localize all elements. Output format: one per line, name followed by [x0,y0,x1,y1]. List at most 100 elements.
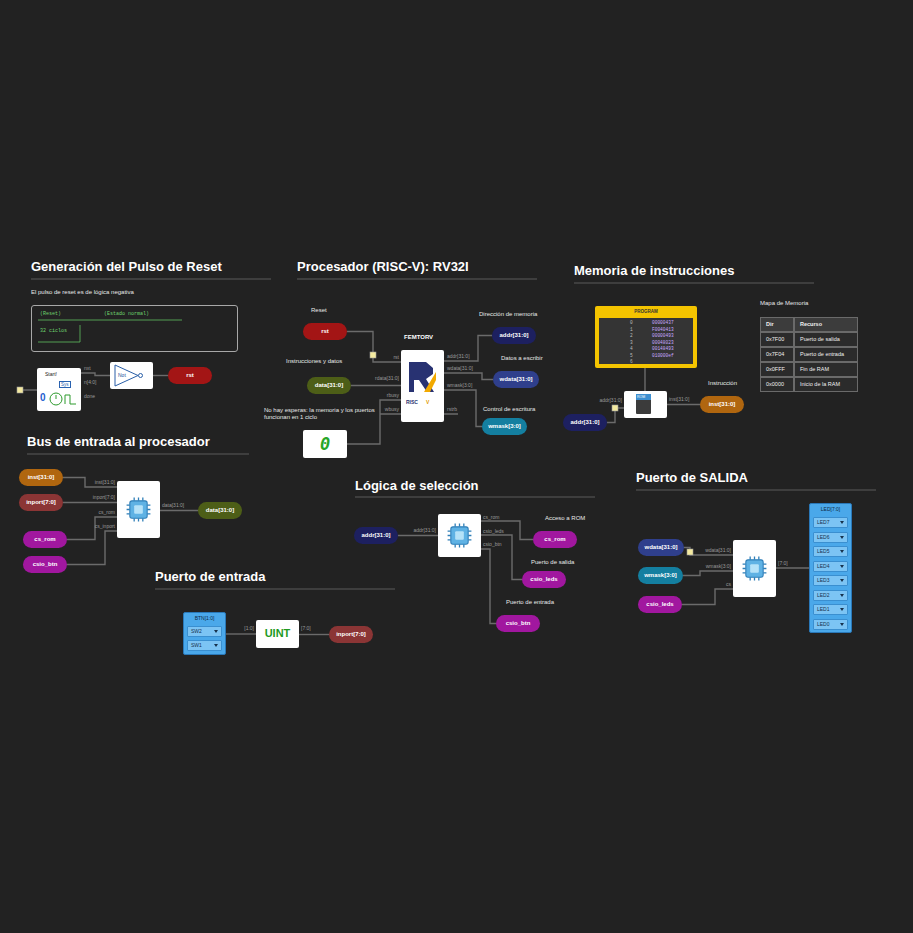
signal-label: wmask[3:0] [482,418,527,435]
waveform [38,320,182,342]
block-text: UINT [256,627,299,640]
signal-label: addr[31:0] [354,527,398,544]
note-text: Acceso a ROM [545,515,585,522]
block-body [401,350,444,422]
signal-name: inst[31:0] [709,401,736,408]
block-body [303,430,347,458]
wire [63,478,117,488]
signal-name: csio_leds [646,601,673,608]
section-heading: Bus de entrada al procesador [27,434,210,449]
pin-name: addr[31:0] [447,353,470,359]
table-cell: Fin de RAM [794,362,858,377]
block-body [624,391,667,418]
pin-name: wdata[31:0] [705,547,731,553]
pin-name: wdata[31:0] [447,365,473,371]
circuit-block: UINT[1:0][7:0] [256,620,299,648]
wire [481,521,533,540]
wire [682,589,733,605]
wire [160,510,198,511]
signal-name: cs_rom [544,536,565,543]
circuit-block: Not [110,362,153,389]
address-number: 6 [630,359,633,364]
signal-label: wdata[31:0] [493,371,539,388]
block-body [438,514,481,557]
heading-rule [31,279,271,280]
table-cell: Puerto de salida [794,332,858,347]
pin-name: data[31:0] [162,502,184,508]
note-text: Control de escritura [483,406,535,413]
pin-name: inport[7:0] [93,494,115,500]
signal-name: csio_btn [506,620,531,627]
note-box: (Reset)(Estado normal)32 ciclos [31,305,238,352]
program-memory: PROGRAM0000004371F0040413200000493300048… [595,306,697,368]
signal-label: inport[7:0] [329,626,373,643]
signal-name: csio_leds [530,576,557,583]
wire [67,517,117,540]
wire [398,535,438,536]
note-text: Dirección de memoria [479,311,537,318]
block-body [37,368,81,411]
block-body [110,362,153,389]
io-panel: LED[7:0]LED7LED6LED5LED4LED3LED2LED1LED0 [809,503,852,633]
signal-name: rst [321,328,329,335]
dropdown-row: LED7 [813,517,848,528]
pin-name: rdata[31:0] [375,375,399,381]
program-title: PROGRAM [595,309,697,314]
block-text: V [426,399,429,405]
address-number: 2 [630,333,633,338]
wire [226,633,256,634]
note-text: Instrucción [708,380,737,387]
note-text: Puerto de salida [531,559,574,566]
not-gate-symbol [115,365,138,386]
riscv-logo [424,372,436,392]
dropdown-row: LED4 [813,561,848,572]
circuit-block: Start!Sys0nxtn[4:0]done [37,368,81,411]
pin-name: inst[31:0] [669,396,689,402]
instruction-word: 010000ef [652,353,674,358]
wire [351,385,401,386]
pin-name: rbusy [387,392,399,398]
signal-name: wdata[31:0] [644,544,677,551]
dropdown-row: LED1 [813,604,848,615]
signal-name: cs_rom [34,536,55,543]
input-marker [17,387,23,393]
heading-rule [155,589,395,590]
note-text: Reset [311,307,327,314]
block-text: (Reset) [40,311,61,317]
chip-icon [448,524,472,548]
signal-label: rst [303,323,347,340]
signal-name: data[31:0] [206,507,234,514]
panel-title: LED[7:0] [810,506,851,512]
signal-name: rst [186,372,194,379]
input-marker [370,352,376,358]
signal-name: inport[7:0] [336,631,366,638]
signal-label: cs_rom [23,531,67,548]
wire [81,373,110,376]
signal-name: inport[7:0] [26,499,56,506]
pin-name: wmask[3:0] [706,563,731,569]
signal-label: inst[31:0] [19,469,63,486]
block-text: Start! [45,371,57,377]
block-text: Sys [59,381,71,388]
note-text: Datos a escribir [501,355,543,362]
circuit-block: 0 [303,430,347,458]
block-text: ROM [637,395,645,399]
signal-name: csio_btn [33,561,58,568]
pin-name: rst [393,354,399,360]
wire [444,336,492,362]
signal-label: csio_btn [496,615,540,632]
circuit-block: ROMaddr[31:0]inst[31:0] [624,391,667,418]
wire [481,549,496,624]
dropdown-row: LED2 [813,590,848,601]
pin-name: [7:0] [301,625,311,631]
address-number: 4 [630,346,633,351]
wire [153,375,168,376]
signal-name: wmask[3:0] [488,423,521,430]
signal-name: addr[31:0] [570,419,599,426]
pin-name: nxt [84,365,91,371]
block-text: 0 [303,435,347,453]
